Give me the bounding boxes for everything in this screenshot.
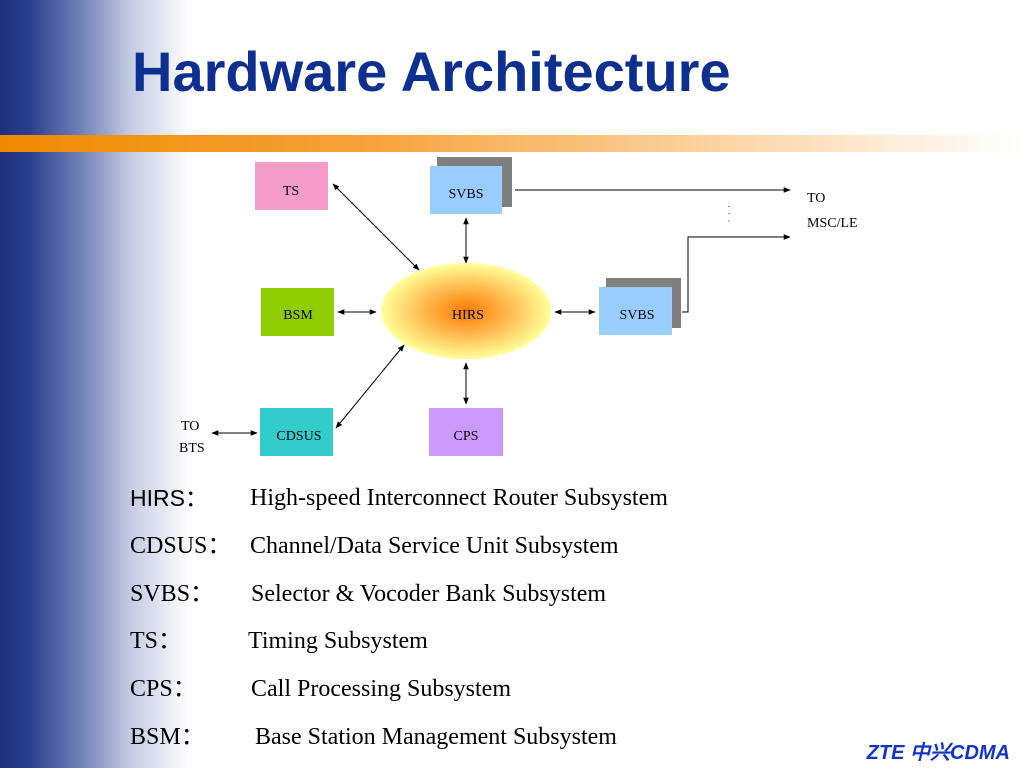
cdsus-box: [260, 408, 333, 456]
legend-key: SVBS：: [130, 580, 215, 607]
to-bts-line1: TO: [181, 419, 199, 434]
node-bsm: BSM: [261, 288, 334, 336]
ts-box: [255, 162, 328, 210]
ts-label: TS: [283, 184, 299, 199]
node-svbs-top: SVBS: [430, 157, 512, 214]
node-svbs-right: SVBS: [599, 278, 681, 335]
link-ts-hirs: [332, 183, 420, 271]
legend-key: CDSUS：: [130, 532, 232, 559]
connectors: [211, 183, 791, 436]
legend-key: CPS：: [130, 676, 197, 703]
svbs-right-box: [599, 287, 672, 335]
svbs-right-label: SVBS: [619, 308, 654, 323]
legend-desc: Selector & Vocoder Bank Subsystem: [251, 580, 607, 607]
bsm-box: [261, 288, 334, 336]
link-cdsus-hirs: [335, 344, 405, 429]
legend-desc: Timing Subsystem: [248, 628, 428, 655]
legend-key: HIRS：: [130, 485, 208, 511]
legend-desc: Channel/Data Service Unit Subsystem: [250, 532, 619, 559]
legend-key: TS：: [130, 628, 183, 655]
svbs-top-box: [430, 166, 502, 214]
hirs-label: HIRS: [452, 308, 484, 323]
link-svbs-right-msc: [682, 234, 791, 313]
cdsus-label: CDSUS: [276, 429, 321, 444]
legend-desc: Base Station Management Subsystem: [255, 723, 617, 750]
node-cps: CPS: [429, 408, 503, 456]
node-cdsus: CDSUS: [260, 408, 333, 456]
node-ts: TS: [255, 162, 328, 210]
left-gradient-band: [0, 0, 190, 768]
legend-key: BSM：: [130, 723, 205, 750]
to-bts-line2: BTS: [179, 441, 205, 456]
node-hirs: HIRS: [381, 263, 551, 359]
cps-box: [429, 408, 503, 456]
cps-label: CPS: [454, 429, 479, 444]
to-msc-line2: MSC/LE: [807, 216, 858, 231]
hirs-ellipse: [381, 263, 551, 359]
legend-desc: Call Processing Subsystem: [251, 676, 512, 703]
slide-title: Hardware Architecture: [132, 40, 731, 103]
brand-logo-text: ZTE 中兴CDMA: [866, 742, 1010, 764]
svbs-top-label: SVBS: [448, 187, 483, 202]
bsm-label: BSM: [283, 308, 313, 323]
title-underline-bar: [0, 135, 1024, 152]
link-ellipsis: · · ·: [724, 205, 734, 224]
legend-desc: High-speed Interconnect Router Subsystem: [250, 485, 668, 511]
to-msc-line1: TO: [807, 191, 825, 206]
